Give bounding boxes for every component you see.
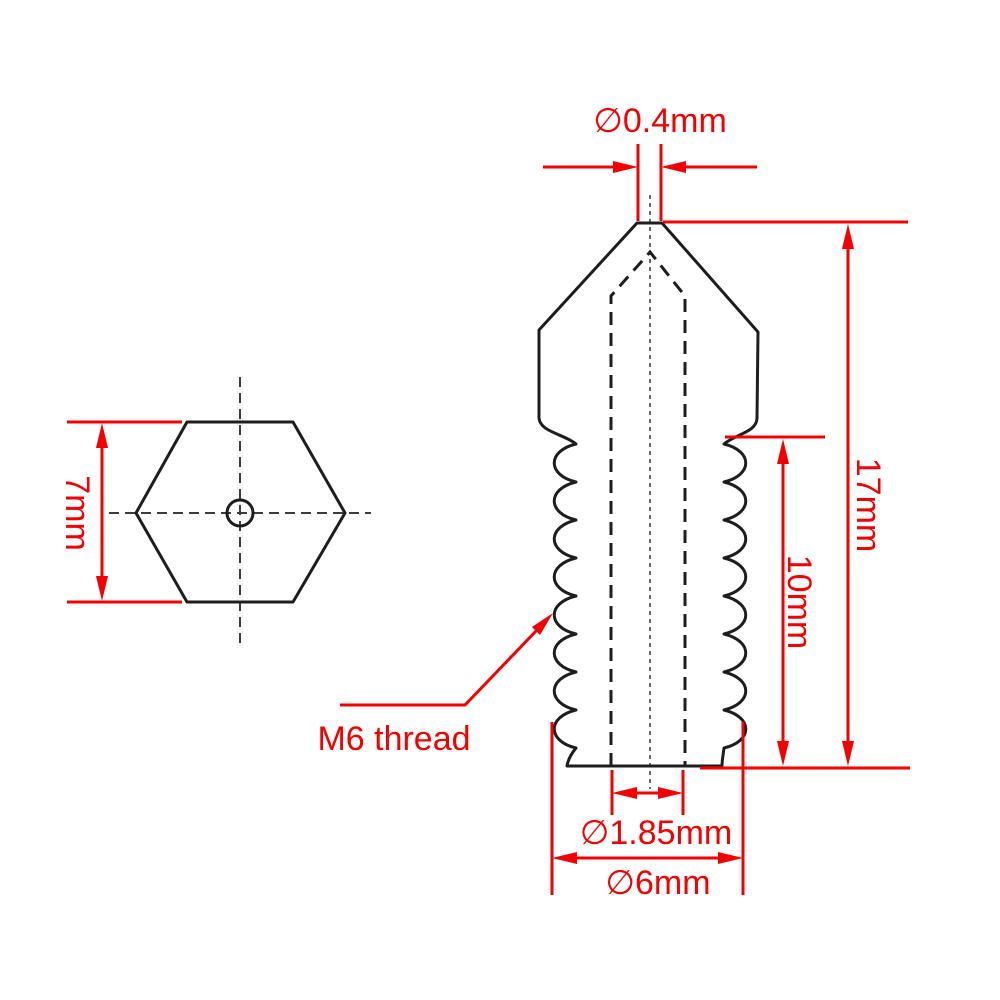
bore-hidden-line	[609, 249, 687, 766]
arrow-up-right-icon	[532, 613, 553, 635]
arrow-left-icon	[661, 161, 686, 173]
dim-tip-orifice: ∅0.4mm	[543, 102, 757, 221]
top-view: 7mm	[58, 377, 371, 649]
arrow-up-icon	[96, 423, 108, 448]
hex-center-hole	[225, 498, 255, 528]
side-view: ∅0.4mm 17mm 10mm ∅1.85mm	[317, 102, 910, 902]
hex-outline	[134, 420, 347, 604]
arrow-right-icon	[718, 852, 743, 864]
thread-leader-line	[340, 628, 539, 707]
nozzle-outline	[537, 221, 760, 768]
arrow-down-icon	[96, 576, 108, 601]
arrow-right-icon	[613, 161, 638, 173]
dim-hex-width: 7mm	[58, 420, 182, 604]
label-thread-note: M6 thread	[317, 613, 553, 758]
tip-orifice-label: ∅0.4mm	[593, 102, 727, 140]
arrow-left-icon	[612, 787, 637, 799]
arrow-up-icon	[777, 439, 789, 464]
dim-outer-diameter: ∅6mm	[550, 722, 745, 902]
thread-note-label: M6 thread	[317, 720, 470, 758]
arrow-right-icon	[658, 787, 683, 799]
arrow-down-icon	[842, 741, 854, 766]
dim-bore-diameter: ∅1.85mm	[580, 770, 732, 852]
thread-length-label: 10mm	[780, 555, 818, 649]
dim-overall-length: 17mm	[663, 220, 910, 770]
arrow-left-icon	[552, 852, 577, 864]
arrow-down-icon	[777, 741, 789, 766]
dim-thread-length: 10mm	[725, 435, 825, 766]
overall-length-label: 17mm	[849, 458, 887, 552]
outer-diameter-label: ∅6mm	[605, 864, 710, 902]
arrow-up-icon	[842, 224, 854, 249]
bore-diameter-label: ∅1.85mm	[580, 814, 732, 852]
hex-width-label: 7mm	[58, 475, 96, 551]
